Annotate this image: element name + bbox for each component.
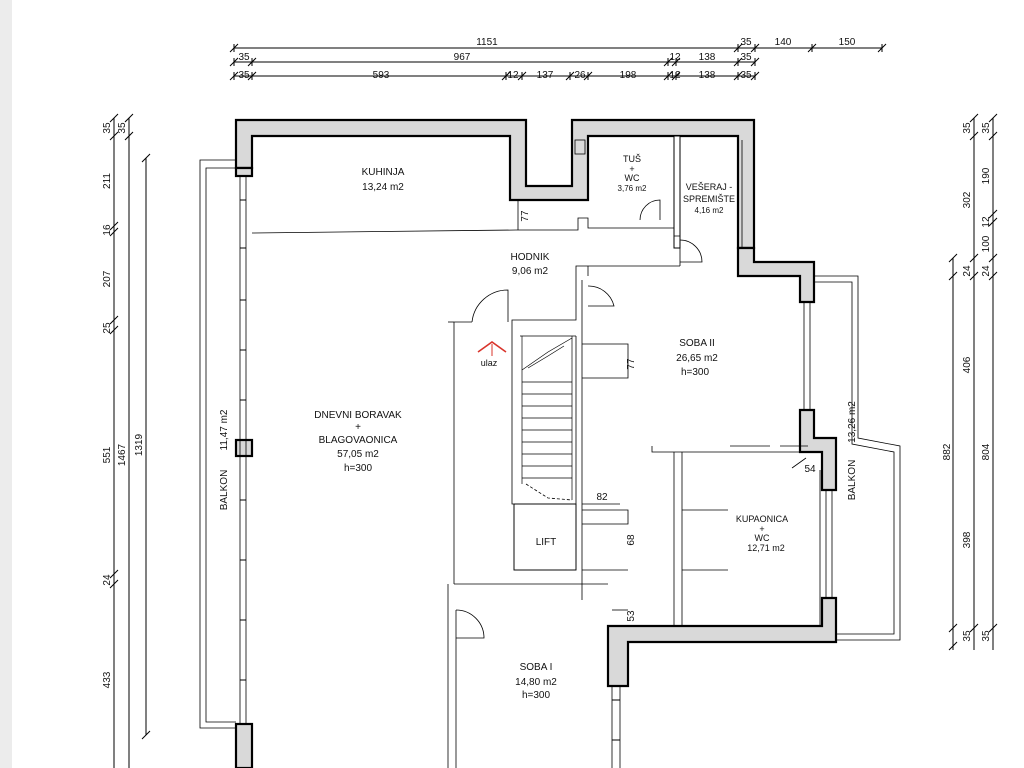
- dim-r2-12: 12: [669, 52, 681, 63]
- dim-r2-35b: 35: [740, 52, 752, 63]
- room-kupaonica-plus: +: [759, 524, 764, 534]
- doors: [455, 199, 808, 639]
- dim-right-35d: 35: [962, 630, 973, 642]
- room-lift-name: LIFT: [536, 537, 557, 548]
- room-dnevni-plus: +: [355, 422, 361, 433]
- dim-r3-593: 593: [373, 70, 390, 81]
- room-dnevni-line2: BLAGOVAONICA: [319, 435, 398, 446]
- balkon-right-area: 13,26 m2: [847, 401, 858, 443]
- dim-right-12: 12: [981, 216, 992, 228]
- room-tus-line1: TUŠ: [623, 154, 641, 164]
- dim-left-16: 16: [102, 224, 113, 236]
- balconies: [199, 140, 901, 768]
- dim-right-24: 24: [981, 265, 992, 277]
- left-edge-strip: [0, 0, 12, 768]
- dim-top-140: 140: [775, 37, 792, 48]
- room-soba2-area: 26,65 m2: [676, 353, 718, 364]
- dim-right-882: 882: [942, 443, 953, 460]
- dim-right-24b: 24: [962, 265, 973, 277]
- left-dimensions: 35 35 211 16 207 25 551 24 433 1467 1319: [102, 113, 151, 768]
- room-veseraj-line1: VEŠERAJ -: [686, 182, 733, 192]
- room-tus-plus: +: [629, 164, 634, 174]
- top-dimensions: 1151 35 140 150 35 967 12 138 35 35 593 …: [229, 37, 887, 81]
- dim-left-25: 25: [102, 322, 113, 334]
- dim-inner-53: 53: [626, 610, 637, 622]
- dim-r3-12b: 12: [669, 70, 681, 81]
- dim-left-551: 551: [102, 446, 113, 463]
- dim-left-35b: 35: [117, 122, 128, 134]
- room-dnevni-area: 57,05 m2: [337, 449, 379, 460]
- dim-right-190: 190: [981, 167, 992, 184]
- dim-r3-138: 138: [699, 70, 716, 81]
- inner-dimensions: 77 77 82 68 53 54: [517, 200, 816, 622]
- dim-right-35a: 35: [962, 122, 973, 134]
- dim-inner-82: 82: [596, 492, 608, 503]
- dim-inner-68: 68: [626, 534, 637, 546]
- dim-inner-77b: 77: [626, 358, 637, 370]
- interior-lines: [251, 139, 821, 768]
- balkon-left-name: BALKON: [219, 470, 230, 511]
- dim-right-302: 302: [962, 191, 973, 208]
- room-soba1-area: 14,80 m2: [515, 677, 557, 688]
- dim-r3-35a: 35: [238, 70, 250, 81]
- dim-top-1151: 1151: [476, 37, 498, 48]
- dim-left-433: 433: [102, 671, 113, 688]
- room-dnevni-line1: DNEVNI BORAVAK: [314, 410, 402, 421]
- dim-r2-35a: 35: [238, 52, 250, 63]
- dim-r2-138: 138: [699, 52, 716, 63]
- dim-right-35c: 35: [981, 630, 992, 642]
- room-ulaz-name: ulaz: [481, 358, 498, 368]
- room-soba1-height: h=300: [522, 690, 551, 701]
- dim-r3-137: 137: [537, 70, 554, 81]
- room-tus-area: 3,76 m2: [618, 184, 647, 193]
- dim-r3-198: 198: [620, 70, 637, 81]
- dim-inner-77a: 77: [520, 210, 531, 222]
- right-dimensions: 35 35 190 12 100 24 804 35 302 24 406 88…: [942, 113, 998, 651]
- room-dnevni-height: h=300: [344, 463, 373, 474]
- dim-left-24: 24: [102, 574, 113, 586]
- room-soba2-height: h=300: [681, 367, 710, 378]
- room-soba1-name: SOBA I: [520, 662, 553, 673]
- dim-r3-26: 26: [574, 70, 586, 81]
- dim-left-211: 211: [102, 173, 113, 189]
- dim-left-1467: 1467: [117, 443, 128, 466]
- balkon-left-area: 11,47 m2: [219, 409, 230, 450]
- dim-right-406: 406: [962, 356, 973, 373]
- room-hodnik-area: 9,06 m2: [512, 266, 549, 277]
- dim-r3-12a: 12: [507, 70, 519, 81]
- room-tus-line2: WC: [625, 173, 640, 183]
- room-kupaonica-line1: KUPAONICA: [736, 514, 788, 524]
- dim-left-1319: 1319: [134, 433, 145, 456]
- room-kuhinja-name: KUHINJA: [362, 167, 405, 178]
- dim-r3-35b: 35: [740, 70, 752, 81]
- dim-right-100: 100: [981, 235, 992, 252]
- balkon-right-name: BALKON: [847, 460, 858, 501]
- room-kupaonica-area: 12,71 m2: [747, 543, 785, 553]
- dim-r2-967: 967: [454, 52, 471, 63]
- dim-right-398: 398: [962, 531, 973, 548]
- dim-top-35a: 35: [740, 37, 752, 48]
- dim-right-35b: 35: [981, 122, 992, 134]
- entrance-marker-icon: [477, 341, 507, 353]
- walls: [234, 118, 838, 768]
- dim-left-207: 207: [102, 270, 113, 287]
- room-kupaonica-line2: WC: [755, 533, 770, 543]
- dim-right-804: 804: [981, 443, 992, 460]
- dim-inner-54: 54: [804, 464, 816, 475]
- room-soba2-name: SOBA II: [679, 338, 715, 349]
- room-kuhinja-area: 13,24 m2: [362, 182, 404, 193]
- dim-left-35a: 35: [102, 122, 113, 134]
- dim-top-150: 150: [839, 37, 856, 48]
- room-labels: KUHINJA 13,24 m2 TUŠ + WC 3,76 m2 VEŠERA…: [219, 154, 858, 701]
- room-hodnik-name: HODNIK: [511, 252, 550, 263]
- room-veseraj-line2: SPREMIŠTE: [683, 194, 735, 204]
- room-veseraj-area: 4,16 m2: [695, 206, 724, 215]
